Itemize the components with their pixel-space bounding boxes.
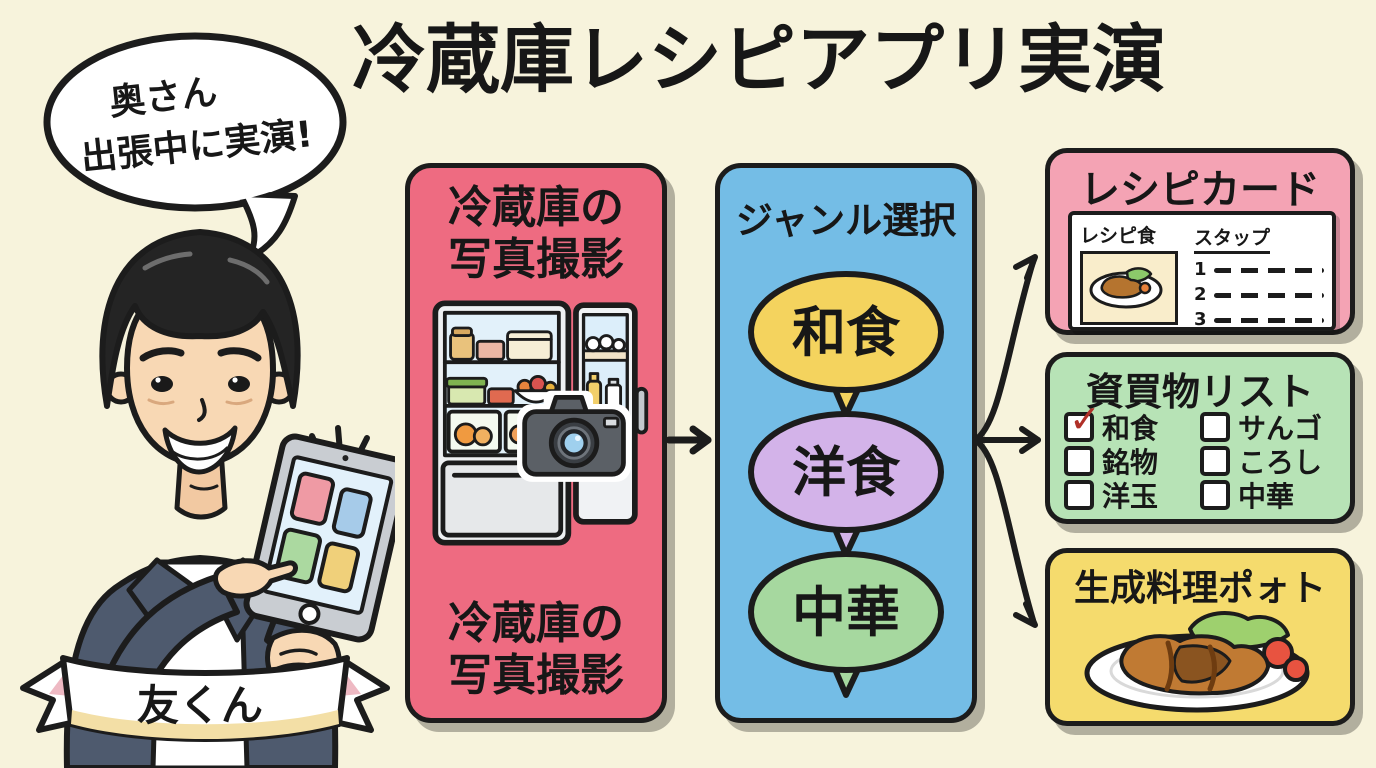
- checklist-item: サんゴ: [1200, 411, 1336, 445]
- checklist-item: 中華: [1200, 479, 1336, 513]
- checklist-item-label: 銘物: [1102, 445, 1159, 479]
- character-name: 友くん: [136, 681, 263, 730]
- fridge-jar: [449, 332, 475, 361]
- checkbox-checked-icon: ✓: [1064, 400, 1101, 442]
- arrow-down-icon: [972, 437, 1036, 623]
- speech-bubble: [43, 32, 347, 261]
- photo-box-footer: 冷蔵庫の 写真撮影: [410, 598, 662, 702]
- smile: [162, 425, 238, 475]
- recipe-card-title: レシピ食: [1080, 225, 1157, 247]
- camera-icon: [517, 390, 632, 482]
- hair: [99, 229, 301, 409]
- mini-plate-icon: [1089, 267, 1163, 309]
- checkbox-icon: [1200, 445, 1230, 476]
- recipe-card: レシピ食 スタップ 1 2: [1068, 211, 1336, 331]
- recipe-steps-label: スタップ: [1194, 223, 1271, 254]
- pointing-hand: [213, 558, 298, 599]
- arrow-up-icon: [972, 259, 1036, 443]
- branch-arrows: [972, 254, 1041, 628]
- app-tile-red: [289, 471, 336, 526]
- character-illustration: [20, 229, 395, 768]
- shopping-list-heading: 資買物リスト: [1085, 370, 1314, 414]
- checklist-item-label: 洋玉: [1102, 479, 1159, 513]
- app-tile-blue: [331, 487, 373, 539]
- check-icon: ✓: [1069, 396, 1101, 441]
- speech-bubble-shape: [748, 551, 944, 698]
- checklist-item-label: 和食: [1102, 411, 1159, 445]
- genre-option-label: 中華: [792, 581, 900, 644]
- recipe-step-row: 3: [1194, 311, 1324, 329]
- photo-heading-line1: 冷蔵庫の: [448, 182, 624, 233]
- speech-bubble-shape: [748, 411, 944, 558]
- checkbox-icon: [1200, 411, 1230, 442]
- dish-photo-heading: 生成料理ポォト: [1073, 568, 1326, 609]
- tomato: [1283, 656, 1309, 682]
- recipe-card-photo: [1080, 251, 1178, 325]
- checklist-item-label: 中華: [1238, 479, 1295, 513]
- checklist-item-label: サんゴ: [1238, 411, 1323, 445]
- checklist-item: 銘物: [1064, 445, 1200, 479]
- eye: [228, 376, 250, 392]
- dish-photo-box: 生成料理ポォト: [1045, 548, 1355, 726]
- genre-option-label: 和食: [792, 301, 900, 364]
- photo-footer-line1: 冷蔵庫の: [448, 598, 624, 650]
- genre-option-yoshoku: 洋食: [746, 410, 946, 560]
- eye: [151, 376, 173, 392]
- step-placeholder-line: [1213, 317, 1324, 323]
- speech-bubble-shape: [748, 271, 944, 418]
- step-placeholder-line: [1213, 267, 1324, 273]
- checklist-item: ✓ 和食: [1064, 400, 1200, 445]
- tablet-home-button: [298, 603, 321, 626]
- recipe-step-row: 2: [1194, 286, 1324, 304]
- checklist-item-label: ころし: [1238, 445, 1323, 479]
- checkbox-icon: [1064, 479, 1094, 510]
- checklist-item: ころし: [1200, 445, 1336, 479]
- tablet-camera-dot: [342, 455, 349, 462]
- photo-box-heading: 冷蔵庫の 写真撮影: [410, 182, 662, 286]
- photo-heading-line2: 写真撮影: [448, 233, 624, 285]
- genre-option-chuka: 中華: [746, 550, 946, 700]
- step-genre-box: ジャンル選択 和食 洋食 中華: [715, 163, 977, 723]
- step-number: 3: [1194, 309, 1207, 330]
- recipe-step-row: 1: [1194, 261, 1324, 279]
- step-number: 2: [1194, 284, 1207, 305]
- genre-option-label: 洋食: [792, 441, 900, 504]
- checklist-item: 洋玉: [1064, 479, 1200, 513]
- checkbox-icon: [1064, 445, 1094, 476]
- page-title: 冷蔵庫レシピアプリ実演: [352, 17, 1166, 103]
- refrigerator-illustration: [432, 300, 649, 546]
- step-placeholder-line: [1213, 292, 1324, 298]
- step-photo-box: 冷蔵庫の 写真撮影: [405, 163, 667, 723]
- fridge-pack: [475, 339, 506, 361]
- recipe-card-box: レシピカード レシピ食 スタップ 1: [1045, 148, 1355, 335]
- tablet-illustration: [243, 433, 395, 643]
- app-tile-yellow: [317, 541, 361, 594]
- photo-footer-line2: 写真撮影: [448, 650, 624, 702]
- arrow-right-icon: [665, 425, 712, 455]
- shopping-list-items: ✓ 和食 銘物 洋玉 サんゴ ころし: [1064, 400, 1336, 513]
- shopping-list-box: 資買物リスト ✓ 和食 銘物 洋玉 サんゴ: [1045, 352, 1355, 524]
- name-banner: [20, 655, 390, 742]
- genre-option-washoku: 和食: [746, 270, 946, 420]
- fridge-container: [506, 330, 553, 362]
- dish-plate-illustration: [1084, 611, 1310, 713]
- checkbox-icon: [1200, 479, 1230, 510]
- step-number: 1: [1194, 259, 1207, 280]
- genre-box-heading: ジャンル選択: [735, 199, 957, 242]
- recipe-card-heading: レシピカード: [1080, 167, 1320, 213]
